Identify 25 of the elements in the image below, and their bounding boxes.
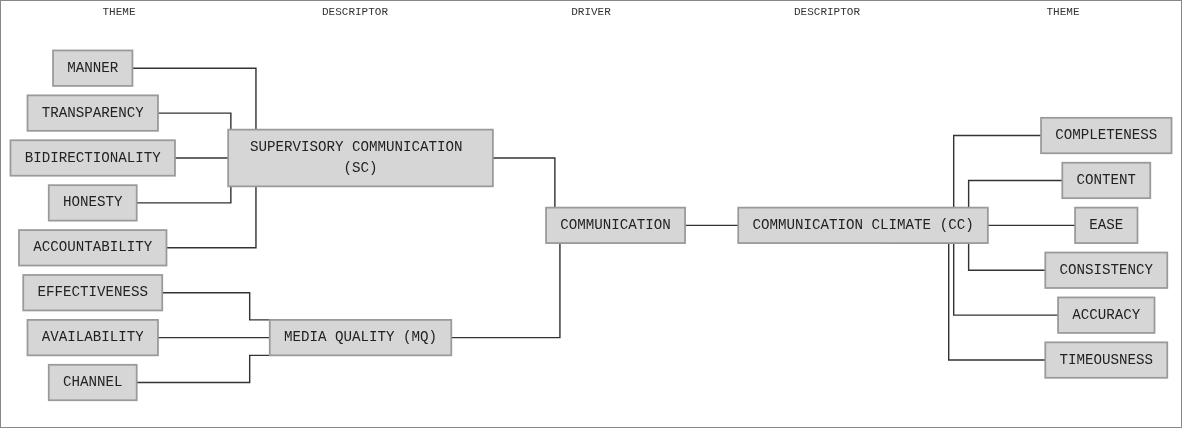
node-box: CONSISTENCY <box>1044 251 1169 289</box>
node-box: EASE <box>1074 206 1139 244</box>
node-box: EFFECTIVENESS <box>22 273 164 311</box>
column-heading: DESCRIPTOR <box>321 6 389 18</box>
node-box: SUPERVISORY COMMUNICATION (SC) <box>227 128 494 187</box>
node-box: BIDIRECTIONALITY <box>9 139 176 177</box>
connector <box>987 224 1076 226</box>
node-box: COMPLETENESS <box>1040 116 1173 154</box>
node-box: TRANSPARENCY <box>26 94 159 132</box>
node-box: ACCURACY <box>1057 296 1156 334</box>
node-box: ACCOUNTABILITY <box>18 228 168 267</box>
node-box: MANNER <box>52 49 134 87</box>
column-heading: DESCRIPTOR <box>793 6 861 18</box>
connector <box>174 156 229 159</box>
column-heading: THEME <box>101 6 137 18</box>
node-box: TIMEOUSNESS <box>1044 341 1169 379</box>
node-box: MEDIA QUALITY (MQ) <box>268 318 453 356</box>
column-heading: THEME <box>1045 6 1081 18</box>
node-box: COMMUNICATION CLIMATE (CC) <box>737 206 989 244</box>
node-box: COMMUNICATION <box>545 206 686 244</box>
node-box: HONESTY <box>47 183 138 222</box>
node-box: CONTENT <box>1061 161 1152 199</box>
column-heading: DRIVER <box>570 6 612 18</box>
node-box: CHANNEL <box>47 363 138 401</box>
node-box: AVAILABILITY <box>26 318 159 356</box>
